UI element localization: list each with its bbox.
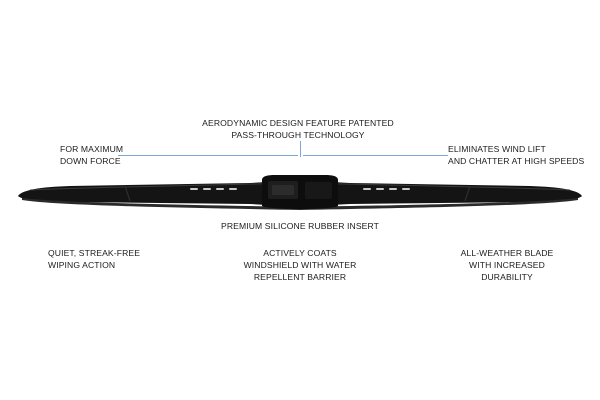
callout-all-weather-line2: WITH INCREASED <box>469 260 545 270</box>
callout-rubber-insert-line1: PREMIUM SILICONE RUBBER INSERT <box>220 221 380 231</box>
vent-slots <box>190 188 410 190</box>
callout-coats-windshield: ACTIVELY COATS WINDSHIELD WITH WATER REP… <box>220 247 380 283</box>
callout-coats-windshield-line2: WINDSHIELD WITH WATER <box>243 260 357 270</box>
callout-coats-windshield-line1: ACTIVELY COATS <box>263 248 337 258</box>
callout-rubber-insert: PREMIUM SILICONE RUBBER INSERT <box>200 220 400 232</box>
callout-all-weather-line1: ALL-WEATHER BLADE <box>460 248 554 258</box>
callout-aerodynamic-line2: PASS-THROUGH TECHNOLOGY <box>231 130 365 140</box>
callout-coats-windshield-line3: REPELLENT BARRIER <box>253 272 347 282</box>
callout-streak-free-line2: WIPING ACTION <box>48 260 116 270</box>
callout-aerodynamic-design: AERODYNAMIC DESIGN FEATURE PATENTED PASS… <box>198 117 398 141</box>
callout-down-force: FOR MAXIMUM DOWN FORCE <box>60 143 123 167</box>
callout-aerodynamic-line1: AERODYNAMIC DESIGN FEATURE PATENTED <box>202 118 394 128</box>
callout-wind-lift-line2: AND CHATTER AT HIGH SPEEDS <box>448 156 585 166</box>
callout-all-weather: ALL-WEATHER BLADE WITH INCREASED DURABIL… <box>452 247 562 283</box>
center-connector <box>262 175 338 209</box>
callout-down-force-line1: FOR MAXIMUM <box>60 144 124 154</box>
callout-wind-lift: ELIMINATES WIND LIFT AND CHATTER AT HIGH… <box>448 143 584 167</box>
callout-all-weather-line3: DURABILITY <box>481 272 533 282</box>
callout-streak-free-line1: QUIET, STREAK-FREE <box>48 248 141 258</box>
leader-line-right <box>303 155 448 156</box>
callout-down-force-line2: DOWN FORCE <box>60 156 121 166</box>
leader-line-vertical <box>300 141 301 157</box>
callout-streak-free: QUIET, STREAK-FREE WIPING ACTION <box>48 247 140 271</box>
leader-line-left <box>118 155 298 156</box>
callout-wind-lift-line1: ELIMINATES WIND LIFT <box>448 144 546 154</box>
